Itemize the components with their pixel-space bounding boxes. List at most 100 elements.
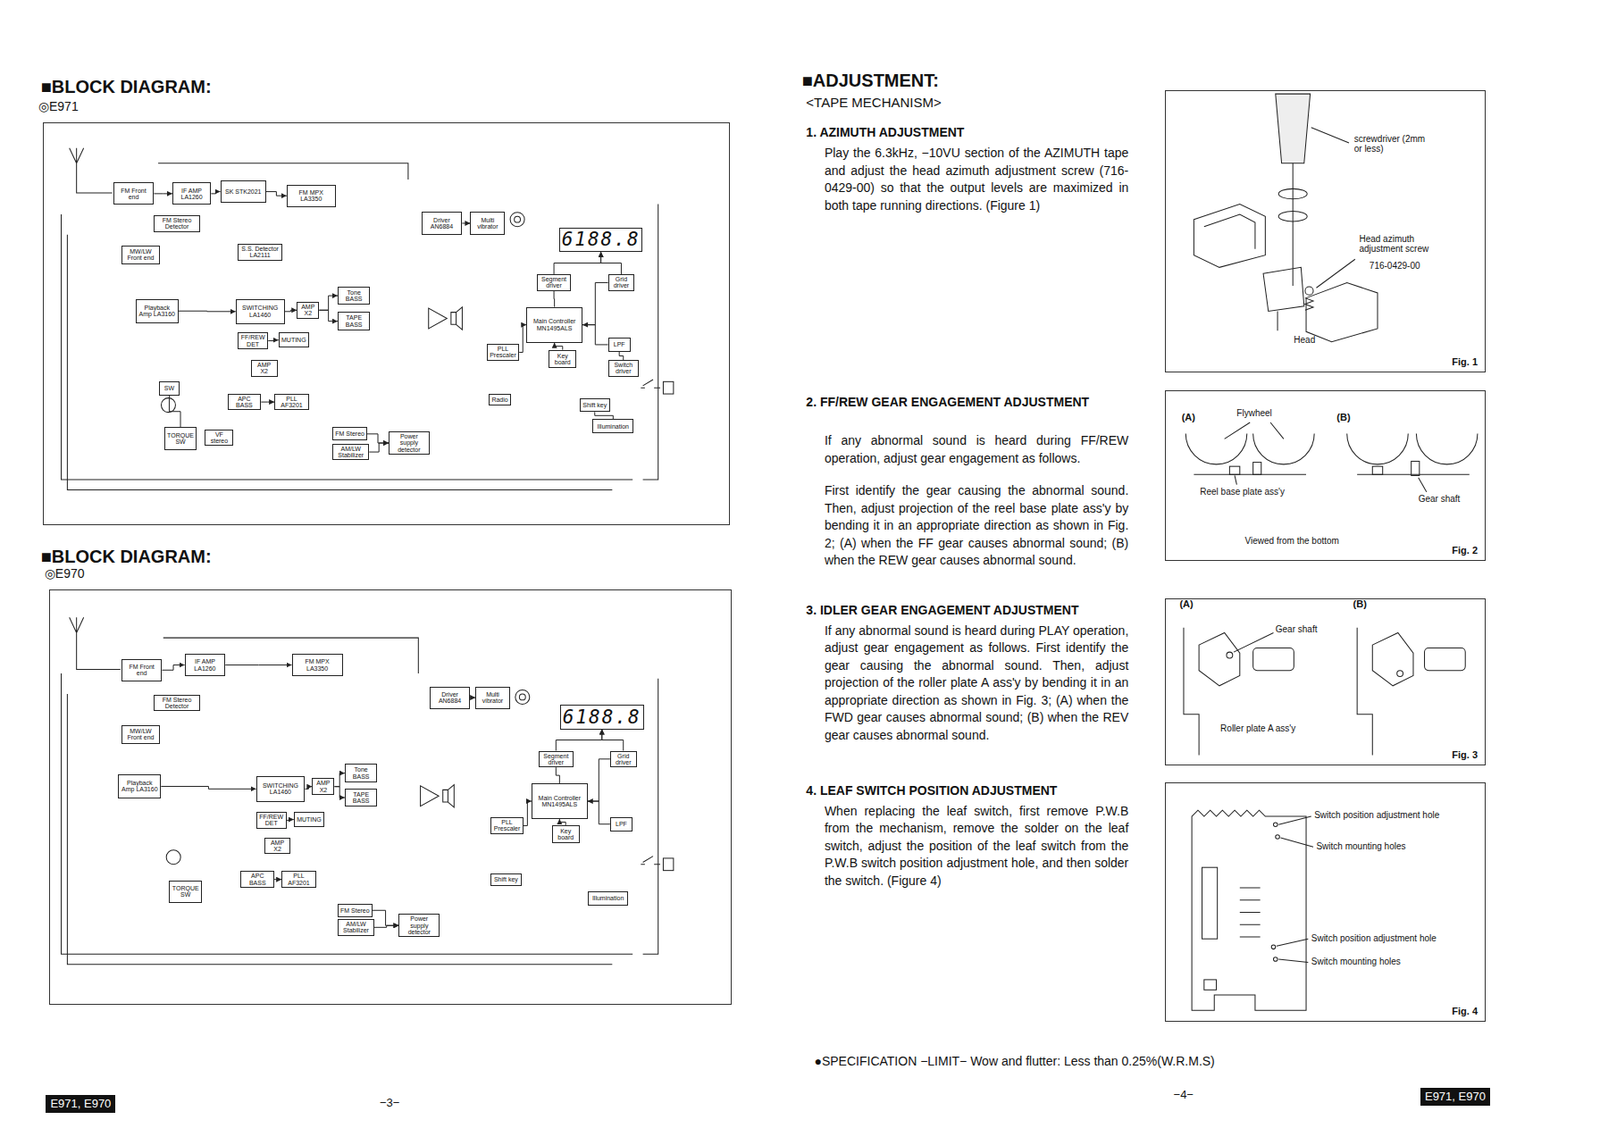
figure-number: Fig. 4 (1451, 1005, 1478, 1017)
figure-label: (A) (1181, 411, 1196, 425)
figure-label: Reel base plate ass'y (1199, 486, 1285, 499)
signal-line (160, 786, 256, 789)
e971-wiring-part (67, 234, 612, 491)
leaf-switch-pcb-illustration-part (1273, 957, 1278, 963)
circuit-block: AM/LW Stabilizer (337, 919, 375, 937)
block-label: VF stereo (207, 431, 231, 445)
signal-line (266, 192, 287, 197)
step-heading: 4. LEAF SWITCH POSITION ADJUSTMENT (805, 783, 1129, 800)
signal-line (225, 664, 292, 666)
signal-line (210, 192, 220, 194)
body-text: If any abnormal sound is heard during FF… (824, 432, 1129, 468)
gear-engagement-illustration-part (1193, 474, 1307, 476)
circuit-block: FM MPX LA3350 (292, 653, 344, 677)
block-label: Main Controller MN1495ALS (528, 318, 580, 332)
azimuth-illustration-part (1315, 259, 1355, 288)
display-digits: 6188.8 (561, 228, 641, 251)
figure-frame: Fig. 3 (1164, 598, 1486, 765)
roller-plate-illustration-part (1198, 632, 1240, 686)
model-badge: E971, E970 (45, 1095, 116, 1114)
circuit-block: FM Stereo (337, 904, 373, 918)
display-digits: 6188.8 (562, 706, 642, 729)
signal-line (372, 910, 400, 926)
block-label: IF AMP LA1260 (175, 187, 209, 202)
circuit-block: AMP X2 (264, 837, 292, 855)
block-label: MW/LW Front end (124, 728, 158, 742)
block-label: FM Stereo (335, 430, 365, 437)
circuit-block: TAPE BASS (344, 788, 378, 808)
circuit-block: Playback Amp LA3160 (117, 774, 161, 799)
azimuth-illustration-part (1278, 188, 1307, 199)
figure-note: Viewed from the bottom (1245, 536, 1340, 548)
circuit-block: APC BASS (227, 393, 262, 411)
block-label: FM MPX LA3350 (289, 189, 334, 203)
leaf-switch-pcb-illustration-part (1204, 980, 1217, 990)
circuit-block: PLL AF3201 (281, 871, 317, 888)
gear-engagement-illustration-part (1253, 462, 1262, 476)
e971-wiring (61, 148, 674, 491)
circuit-block: Tone BASS (344, 763, 378, 783)
block-label: FM Front end (116, 187, 152, 202)
azimuth-illustration-part (1193, 204, 1265, 269)
azimuth-illustration-part (1305, 298, 1314, 311)
model-heading: ◎E970 (44, 566, 85, 581)
block-label: Power supply detector (391, 433, 428, 453)
e971-wiring-part (510, 212, 525, 227)
roller-plate-illustration (1183, 628, 1466, 756)
figure-frame: Fig. 1 (1164, 90, 1486, 373)
gear-engagement-illustration-part (1418, 477, 1427, 493)
signal-line (594, 411, 614, 419)
e970-wiring-part (443, 785, 455, 808)
circuit-block: SWITCHING LA1460 (235, 299, 285, 326)
circuit-block: APC BASS (240, 871, 275, 888)
display-readout: 6188.8 (560, 704, 645, 729)
block-label: FM Stereo Detector (156, 217, 197, 231)
signal-line (582, 282, 609, 325)
figure-number: Fig. 1 (1451, 356, 1478, 368)
figure-number: Fig. 3 (1451, 749, 1478, 761)
leaf-switch-pcb-illustration-part (1202, 867, 1218, 939)
circuit-block: FM Front end (121, 659, 163, 682)
signal-line (461, 222, 470, 224)
leaf-switch-pcb-illustration-part (1271, 945, 1276, 950)
figure-label: Switch mounting holes (1311, 956, 1401, 969)
signal-line (168, 395, 181, 428)
block-label: TORQUE SW (167, 432, 195, 446)
circuit-block: PLL AF3201 (274, 393, 310, 411)
block-label: FF/REW DET (259, 813, 285, 828)
circuit-block: IF AMP LA1260 (184, 653, 227, 677)
block-label: AM/LW Stabilizer (340, 921, 372, 935)
e971-wiring-part (451, 307, 463, 330)
figure-label: Flywheel (1236, 408, 1272, 420)
block-label: Segment driver (541, 753, 571, 767)
azimuth-illustration-part (1277, 310, 1279, 331)
part-number: 716-0429-00 (1369, 260, 1421, 273)
e970-wiring (61, 617, 674, 964)
circuit-block: Segment driver (536, 274, 572, 292)
block-label: TAPE BASS (340, 314, 369, 328)
circuit-block: Illumination (592, 418, 634, 434)
circuit-block: FF/REW DET (256, 812, 287, 830)
signal-line (602, 729, 624, 752)
signal-line (368, 443, 389, 453)
e970-wiring-part (420, 786, 440, 807)
signal-line (555, 767, 560, 784)
block-label: Illumination (597, 423, 629, 430)
block-label: PLL Prescaler (489, 345, 518, 360)
signal-line (519, 325, 527, 353)
figure-label: (A) (1179, 598, 1193, 612)
signal-line (178, 310, 236, 313)
block-label: Main Controller MN1495ALS (534, 795, 586, 809)
block-label: FM Stereo (340, 907, 370, 914)
azimuth-illustration-part (1306, 283, 1378, 343)
circuit-block: Driver AN6884 (429, 686, 471, 710)
roller-plate-illustration-part (1253, 648, 1295, 671)
signal-line (268, 339, 278, 342)
circuit-block: Multi vibrator (475, 686, 511, 710)
signal-line (318, 309, 338, 321)
circuit-block: AMP X2 (251, 360, 278, 377)
circuit-block: Main Controller MN1495ALS (526, 307, 583, 344)
block-label: LPF (615, 820, 628, 828)
signal-line (334, 787, 344, 798)
